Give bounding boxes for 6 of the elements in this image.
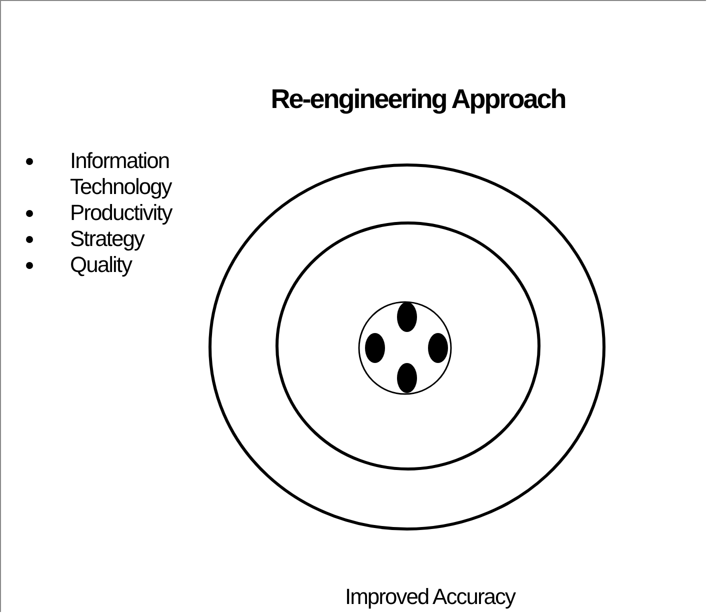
caption-text: Improved Accuracy [344, 584, 517, 610]
title: Re-engineering Approach [270, 84, 566, 115]
list-item-text: Information Technology [70, 148, 173, 200]
list-item-text: Productivity [70, 200, 174, 226]
list-item-text: Quality [70, 252, 133, 278]
list-item-text: Strategy [70, 226, 146, 252]
